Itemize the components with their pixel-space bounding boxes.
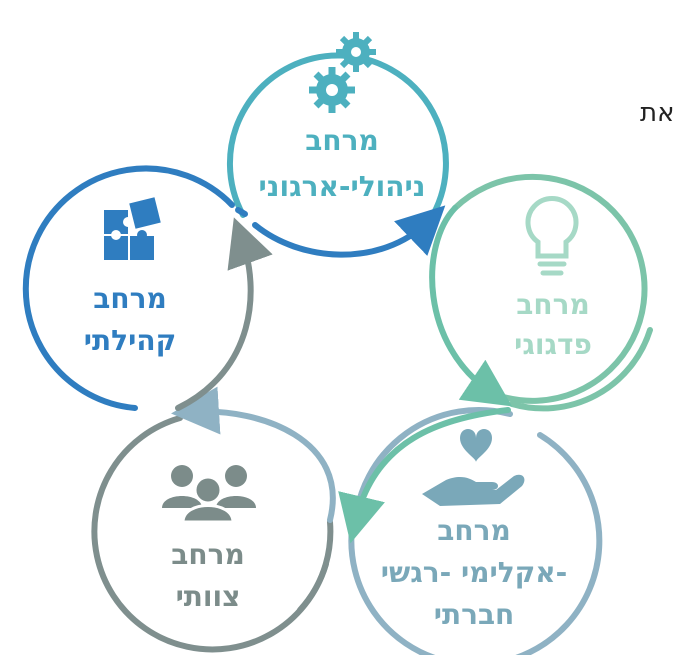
pedagogic-subtitle: פדגוגי xyxy=(514,328,592,361)
cropped-edge-text: את xyxy=(640,98,675,128)
community-title: מרחב xyxy=(93,282,166,315)
team-ring-right xyxy=(297,561,329,613)
node-team: מרחב צוותי xyxy=(91,386,336,653)
community-ring xyxy=(22,165,235,411)
team-ring xyxy=(91,415,334,653)
community-arrow xyxy=(175,217,273,411)
pedagogic-ring-lower xyxy=(509,327,653,412)
management-arrow xyxy=(252,205,446,258)
pedagogic-title: מרחב xyxy=(516,288,589,321)
climate-title: מרחב xyxy=(437,514,510,547)
climate-arrow xyxy=(338,407,511,544)
pedagogic-ring xyxy=(452,173,648,404)
lightbulb-icon xyxy=(525,196,579,276)
climate-subtitle-line1: אקלימי -רגשי- xyxy=(381,556,568,589)
gears-icon xyxy=(309,32,376,113)
puzzle-icon xyxy=(104,197,161,260)
management-subtitle: ניהולי-ארגוני xyxy=(259,170,426,203)
management-title: מרחב xyxy=(305,124,378,157)
node-community: מרחב קהילתי xyxy=(22,165,273,411)
team-arrow xyxy=(171,386,336,523)
node-management: מרחב ניהולי-ארגוני xyxy=(226,32,449,258)
team-title: מרחב xyxy=(171,538,244,571)
pedagogic-arrow xyxy=(429,205,512,407)
climate-subtitle-line2: חברתי xyxy=(434,598,515,631)
node-climate: מרחב אקלימי -רגשי- חברתי xyxy=(338,407,603,655)
community-ring-right xyxy=(235,207,248,217)
climate-ring xyxy=(348,432,603,655)
node-pedagogic: מרחב פדגוגי xyxy=(429,173,653,412)
group-icon xyxy=(162,465,256,524)
team-subtitle: צוותי xyxy=(176,580,241,613)
management-ring xyxy=(226,52,449,223)
community-subtitle: קהילתי xyxy=(84,324,176,357)
heart-hand-icon xyxy=(422,429,525,506)
